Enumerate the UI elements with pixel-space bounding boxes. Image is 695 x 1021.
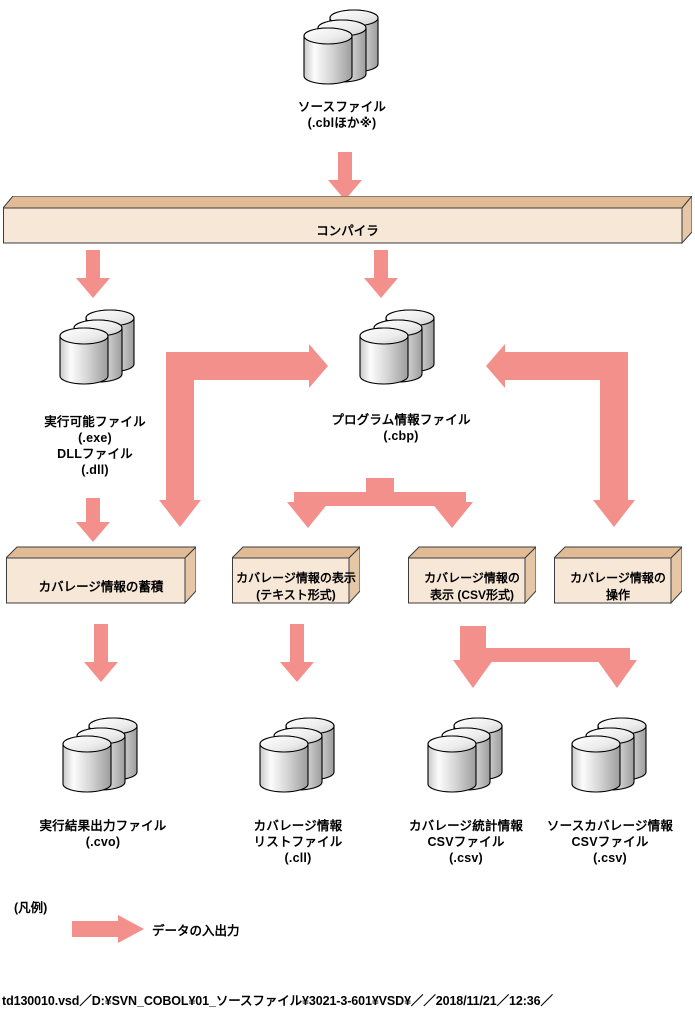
executable-file-cylinder — [52, 304, 144, 390]
coverage-accumulate-box[interactable]: カバレージ情報の蓄積 — [6, 546, 196, 604]
program-info-file-label: プログラム情報ファイル(.cbp) — [331, 413, 471, 443]
source-file-label: ソースファイル(.cblほか※) — [297, 100, 387, 130]
source-coverage-csv-cylinder — [564, 712, 656, 798]
coverage-list-file-label: カバレージ情報リストファイル(.cll) — [253, 819, 343, 865]
arrow-accumulate-to-result-file — [84, 624, 118, 682]
legend-title: (凡例) — [14, 901, 48, 915]
arrow-program-info-fork — [280, 478, 480, 528]
arrow-accumulate-to-program-info — [166, 344, 328, 388]
arrow-display-csv-fork — [440, 626, 650, 688]
arrow-operate-to-program-info-head — [486, 344, 614, 388]
exec-result-output-file-label: 実行結果出力ファイル(.cvo) — [39, 819, 167, 849]
arrow-display-text-to-list-file — [280, 624, 314, 682]
arrow-operate-trunk — [593, 352, 635, 527]
legend-entry-label: データの入出力 — [152, 924, 240, 938]
arrow-accumulate-trunk — [159, 352, 201, 527]
program-info-file-cylinder — [352, 304, 444, 390]
arrow-source-to-compiler — [328, 152, 362, 200]
compiler-box[interactable]: コンパイラ — [3, 196, 692, 244]
arrow-compiler-to-executable — [76, 250, 110, 298]
executable-file-label: 実行可能ファイル(.exe)DLLファイル(.dll) — [44, 415, 146, 477]
coverage-operate-box[interactable]: カバレージ情報の操作 — [554, 546, 682, 604]
coverage-display-csv-box[interactable]: カバレージ情報の表示 (CSV形式) — [408, 546, 536, 604]
footer-path-text: td130010.vsd／D:¥SVN_COBOL¥01_ソースファイル¥302… — [2, 994, 553, 1008]
coverage-display-text-box[interactable]: カバレージ情報の表示(テキスト形式) — [232, 546, 360, 604]
exec-result-output-file-cylinder — [55, 712, 147, 798]
legend-arrow-right-icon — [72, 915, 144, 943]
source-file-cylinder — [296, 4, 388, 90]
coverage-list-file-cylinder — [252, 712, 344, 798]
coverage-stats-csv-cylinder — [420, 712, 512, 798]
arrow-compiler-to-program-info — [364, 250, 398, 298]
arrow-executable-to-accumulate — [76, 498, 110, 542]
